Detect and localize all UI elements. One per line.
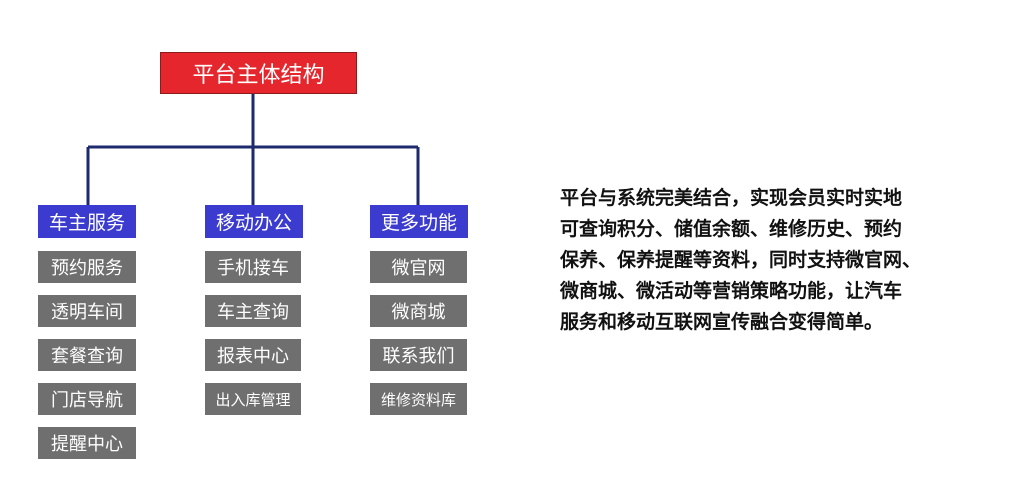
- item-node: 手机接车: [205, 251, 301, 283]
- item-node: 门店导航: [38, 383, 136, 415]
- item-node: 微商城: [370, 295, 467, 327]
- item-node: 微官网: [370, 251, 467, 283]
- item-node: 透明车间: [38, 295, 136, 327]
- category-node-mobile-office: 移动办公: [205, 205, 303, 238]
- item-node: 预约服务: [38, 251, 136, 283]
- root-node: 平台主体结构: [160, 52, 357, 94]
- description-text: 平台与系统完美结合，实现会员实时实地 可查询积分、储值余额、维修历史、预约 保养…: [560, 187, 922, 333]
- item-node: 套餐查询: [38, 339, 136, 371]
- item-node: 车主查询: [205, 295, 301, 327]
- item-node: 维修资料库: [370, 383, 467, 415]
- category-node-owner-services: 车主服务: [38, 205, 136, 238]
- item-node: 提醒中心: [38, 427, 136, 459]
- item-node: 报表中心: [205, 339, 301, 371]
- item-node: 联系我们: [370, 339, 467, 371]
- category-node-more-features: 更多功能: [370, 205, 468, 238]
- item-node: 出入库管理: [205, 383, 301, 415]
